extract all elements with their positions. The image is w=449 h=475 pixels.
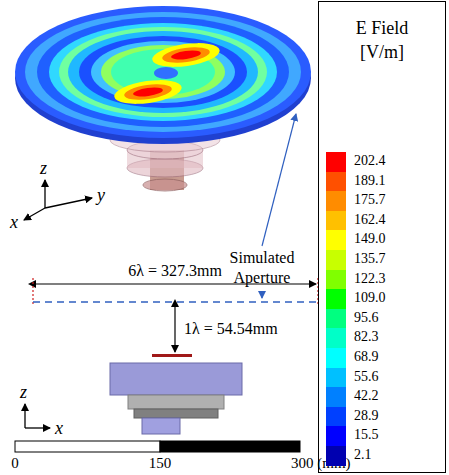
color-swatch <box>326 446 346 466</box>
legend-value: 68.9 <box>354 349 379 365</box>
color-swatch <box>326 426 346 446</box>
callout-label: Simulated Aperture <box>220 248 304 288</box>
scale-label: 150 <box>149 455 172 472</box>
legend-value: 189.1 <box>354 173 386 189</box>
color-swatch <box>326 172 346 192</box>
legend-value: 202.4 <box>354 153 386 169</box>
dimension-line <box>174 306 175 352</box>
color-swatch <box>326 368 346 388</box>
color-swatch <box>326 191 346 211</box>
legend-value: 122.3 <box>354 271 386 287</box>
legend-value: 15.5 <box>354 427 379 443</box>
legend-value: 82.3 <box>354 329 379 345</box>
scale-bar <box>15 441 300 452</box>
color-swatch <box>326 152 346 172</box>
scale-label: 0 <box>11 455 19 472</box>
color-swatch <box>326 211 346 231</box>
axis-label: y <box>97 185 105 206</box>
color-swatch <box>326 407 346 427</box>
legend-value: 55.6 <box>354 369 379 385</box>
axes-3d <box>24 180 92 220</box>
dimension-label: 1λ = 54.54mm <box>184 320 278 338</box>
color-swatch <box>326 250 346 270</box>
legend-value: 28.9 <box>354 408 379 424</box>
field-plot <box>15 6 311 144</box>
axis-label: x <box>55 418 63 439</box>
axis-label: z <box>40 158 47 179</box>
aperture-line <box>33 301 318 303</box>
antenna-side-view <box>110 354 242 434</box>
color-swatch <box>326 348 346 368</box>
legend-value: 162.4 <box>354 212 386 228</box>
legend-value: 95.6 <box>354 310 379 326</box>
legend-value: 2.1 <box>354 447 372 463</box>
color-swatch <box>326 309 346 329</box>
legend-value: 109.0 <box>354 290 386 306</box>
color-swatch <box>326 289 346 309</box>
axes-2d <box>25 404 50 428</box>
legend-value: 175.7 <box>354 192 386 208</box>
color-swatch <box>326 230 346 250</box>
color-swatch <box>326 387 346 407</box>
axis-label: z <box>20 382 27 403</box>
axis-label: x <box>10 212 18 233</box>
color-swatch <box>326 270 346 290</box>
legend-value: 42.2 <box>354 388 379 404</box>
legend-value: 149.0 <box>354 231 386 247</box>
color-swatch <box>326 328 346 348</box>
legend-title: E Field [V/m] <box>342 16 422 64</box>
dimension-label: 6λ = 327.3mm <box>128 262 222 280</box>
legend-value: 135.7 <box>354 251 386 267</box>
